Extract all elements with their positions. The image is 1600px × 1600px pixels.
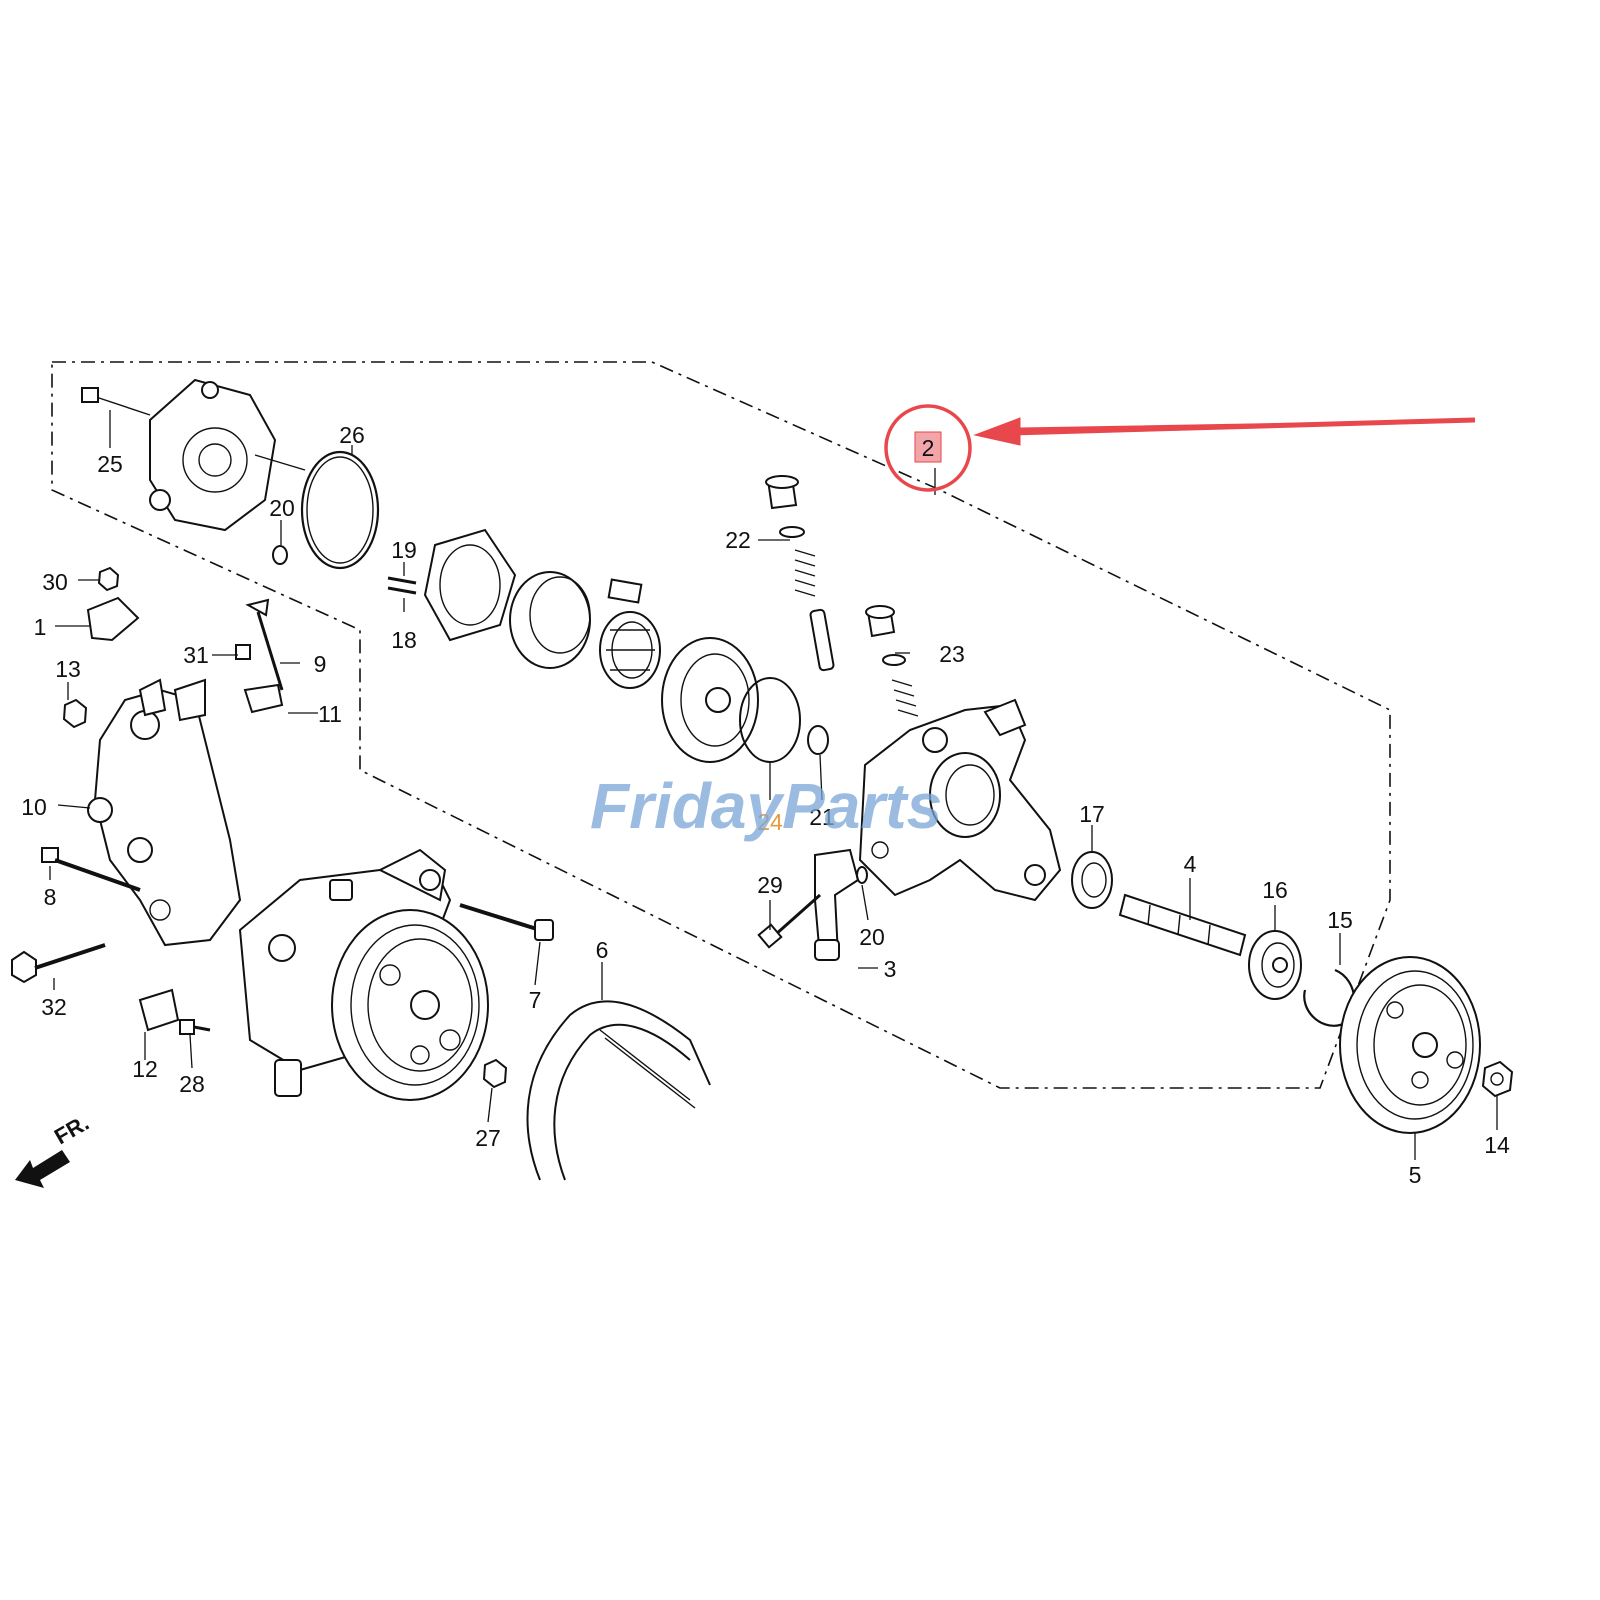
highlight-circle bbox=[884, 404, 972, 492]
cam-ring bbox=[423, 528, 517, 642]
bolt-7 bbox=[459, 903, 554, 941]
label-18: 18 bbox=[391, 627, 417, 653]
vane bbox=[607, 578, 643, 604]
bearing bbox=[1248, 930, 1302, 1000]
assembly-outline bbox=[51, 361, 1391, 1089]
label-16: 16 bbox=[1262, 877, 1288, 903]
label-25: 26 bbox=[339, 422, 365, 448]
inlet-fitting bbox=[814, 848, 860, 961]
label-9: 9 bbox=[314, 651, 327, 677]
label-31: 31 bbox=[183, 642, 209, 668]
nut-13 bbox=[62, 698, 88, 729]
bolt-32 bbox=[11, 943, 106, 984]
label-28: 27 bbox=[475, 1125, 501, 1151]
label-1: 1 bbox=[34, 614, 47, 640]
pulley bbox=[1339, 956, 1481, 1134]
label-8: 8 bbox=[44, 884, 57, 910]
bolt-27 bbox=[757, 893, 821, 949]
bracket-1 bbox=[86, 566, 140, 642]
circlip bbox=[1303, 968, 1356, 1027]
label-22: 22 bbox=[725, 527, 751, 553]
o-ring-large bbox=[300, 450, 380, 570]
label-30: 30 bbox=[42, 569, 68, 595]
label-20-top: 20 bbox=[269, 495, 295, 521]
label-21: 21 bbox=[809, 804, 835, 830]
bolt-8 bbox=[41, 847, 141, 892]
label-32: 32 bbox=[41, 994, 67, 1020]
side-plate bbox=[661, 637, 759, 763]
label-10: 10 bbox=[21, 794, 47, 820]
label-2: 2 bbox=[922, 435, 935, 461]
pulley-nut bbox=[1481, 1060, 1514, 1098]
label-29: 28 bbox=[179, 1071, 205, 1097]
label-11: 11 bbox=[318, 701, 342, 727]
highlight-label-box bbox=[914, 431, 942, 463]
pump-body bbox=[858, 698, 1062, 902]
o-ring-20-lower bbox=[856, 866, 868, 884]
front-arrow-icon bbox=[15, 1150, 70, 1188]
label-14: 14 bbox=[1484, 1132, 1510, 1158]
drive-shaft bbox=[1118, 893, 1247, 957]
label-13: 13 bbox=[55, 656, 81, 682]
part-labels: 25 26 20 19 18 30 1 13 31 9 11 10 8 32 1… bbox=[21, 422, 1510, 1188]
leader-lines bbox=[49, 410, 1498, 1160]
label-26: 25 bbox=[97, 451, 123, 477]
label-19: 19 bbox=[391, 537, 417, 563]
rotor bbox=[599, 611, 661, 689]
front-direction-indicator: FR. bbox=[15, 1110, 93, 1188]
rotor-sleeve bbox=[509, 571, 591, 669]
label-24: 24 bbox=[757, 809, 783, 835]
nut-28 bbox=[482, 1058, 508, 1089]
label-23: 23 bbox=[939, 641, 965, 667]
label-6: 6 bbox=[596, 937, 609, 963]
plug-23 bbox=[865, 605, 919, 717]
pump-rear-cover bbox=[81, 378, 306, 532]
pins bbox=[387, 576, 417, 595]
label-7: 7 bbox=[529, 987, 542, 1013]
label-4: 4 bbox=[1184, 851, 1197, 877]
o-ring-21 bbox=[807, 725, 829, 755]
oil-seal bbox=[1071, 851, 1113, 909]
label-5: 5 bbox=[1409, 1162, 1422, 1188]
watermark-logo: FridayParts bbox=[590, 770, 942, 842]
highlight-callout: 2 bbox=[884, 404, 1476, 492]
label-15: 15 bbox=[1327, 907, 1353, 933]
adjuster-bolt bbox=[235, 598, 284, 714]
label-27: 29 bbox=[757, 872, 783, 898]
label-17: 17 bbox=[1079, 801, 1105, 827]
label-20-lower: 20 bbox=[859, 924, 885, 950]
relief-valve-parts bbox=[765, 475, 835, 672]
o-ring-small-top bbox=[272, 545, 288, 565]
pump-bracket bbox=[87, 678, 242, 947]
front-label: FR. bbox=[50, 1110, 93, 1149]
bracket-12 bbox=[138, 988, 211, 1035]
label-12: 12 bbox=[132, 1056, 158, 1082]
drive-belt bbox=[526, 1000, 711, 1181]
label-3: 3 bbox=[884, 956, 897, 982]
power-steering-pump-assembled bbox=[238, 848, 489, 1101]
